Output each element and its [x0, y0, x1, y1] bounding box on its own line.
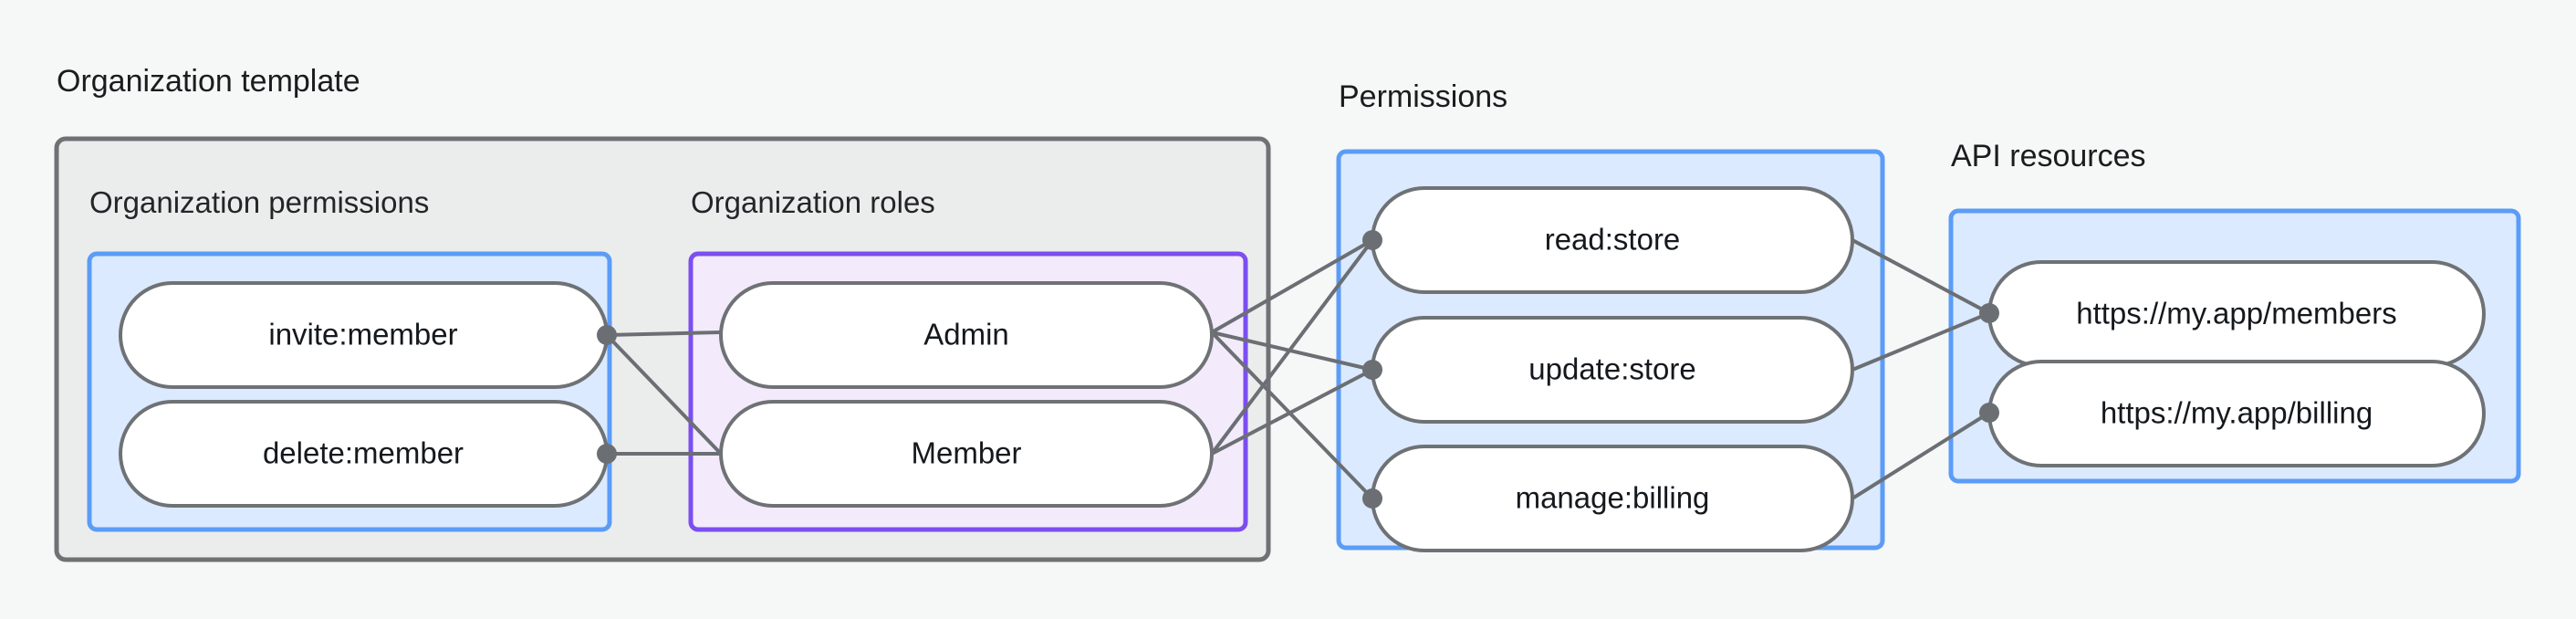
endpoint-update-store-in	[1362, 360, 1382, 380]
node-label-invite-member: invite:member	[268, 318, 457, 351]
edge-update-store-to-members-resource	[1851, 311, 1990, 372]
node-billing-resource[interactable]: https://my.app/billing	[1987, 360, 2486, 467]
node-manage-billing[interactable]: manage:billing	[1371, 445, 1854, 552]
title-api-resources: API resources	[1951, 139, 2146, 173]
node-invite-member[interactable]: invite:member	[119, 281, 609, 389]
edge-manage-billing-to-billing-resource	[1851, 411, 1991, 500]
node-label-admin: Admin	[923, 318, 1009, 351]
node-admin[interactable]: Admin	[719, 281, 1214, 389]
edge-member-to-read-store	[1210, 238, 1374, 456]
node-members-resource[interactable]: https://my.app/members	[1987, 260, 2486, 368]
endpoint-read-store-in	[1362, 230, 1382, 250]
node-label-update-store: update:store	[1528, 352, 1695, 386]
node-read-store[interactable]: read:store	[1371, 186, 1854, 294]
endpoint-layer	[597, 230, 1999, 509]
edge-invite-member-to-member	[605, 333, 723, 456]
edge-admin-to-manage-billing	[1210, 330, 1374, 500]
edge-admin-to-read-store	[1211, 238, 1373, 334]
title-organization-roles: Organization roles	[691, 185, 935, 219]
node-label-manage-billing: manage:billing	[1516, 481, 1710, 515]
node-label-member: Member	[911, 436, 1021, 470]
node-label-delete-member: delete:member	[263, 436, 464, 470]
endpoint-billing-resource-in	[1979, 403, 1999, 423]
edge-read-store-to-members-resource	[1851, 238, 1990, 315]
edge-member-to-update-store	[1211, 368, 1373, 456]
node-label-billing-resource: https://my.app/billing	[2101, 396, 2373, 430]
node-delete-member[interactable]: delete:member	[119, 400, 609, 508]
title-organization-permissions: Organization permissions	[89, 185, 429, 219]
title-permissions: Permissions	[1339, 79, 1507, 114]
edge-layer	[605, 238, 1991, 500]
edge-admin-to-update-store	[1211, 330, 1373, 372]
endpoint-manage-billing-in	[1362, 488, 1382, 509]
endpoint-members-resource-in	[1979, 303, 1999, 323]
node-update-store[interactable]: update:store	[1371, 316, 1854, 424]
title-organization-template: Organization template	[57, 64, 360, 99]
node-label-read-store: read:store	[1545, 223, 1681, 257]
node-member[interactable]: Member	[719, 400, 1214, 508]
node-label-members-resource: https://my.app/members	[2076, 297, 2397, 330]
endpoint-invite-member-out	[597, 325, 617, 345]
endpoint-delete-member-out	[597, 444, 617, 464]
edge-invite-member-to-admin	[606, 330, 722, 337]
